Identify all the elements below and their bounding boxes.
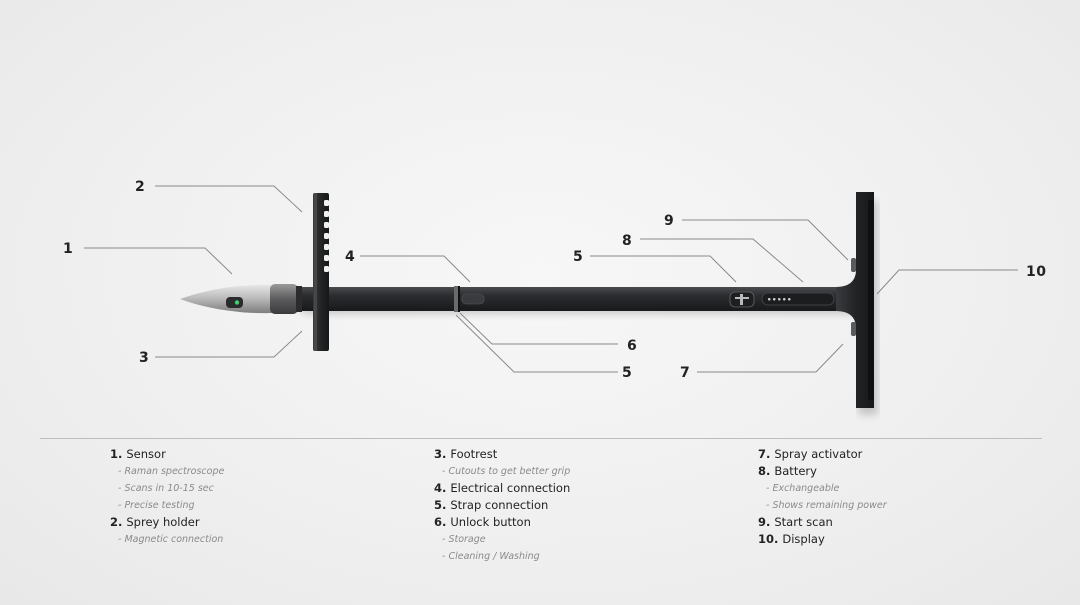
- legend-subitem: - Scans in 10-15 sec: [118, 483, 214, 494]
- legend-number: 8.: [758, 464, 771, 478]
- leader-7: [697, 343, 844, 373]
- legend-number: 10.: [758, 532, 779, 546]
- legend-number: 6.: [434, 515, 447, 529]
- legend-label: Battery: [774, 464, 817, 478]
- legend-label: Electrical connection: [450, 481, 571, 495]
- legend-subitem: - Raman spectroscope: [118, 466, 225, 477]
- sensor-window: [226, 297, 243, 308]
- legend-column-2: 3.Footrest - Cutouts to get better grip …: [434, 446, 570, 565]
- callout-5-strap: 5: [573, 249, 583, 265]
- leader-9: [682, 219, 849, 261]
- leader-5a: [590, 255, 737, 283]
- callout-6: 6: [627, 338, 637, 354]
- handle: [836, 192, 874, 408]
- legend-subitem: - Precise testing: [118, 500, 195, 511]
- legend-divider: [40, 438, 1042, 439]
- legend-column-1: 1.Sensor - Raman spectroscope - Scans in…: [110, 446, 224, 548]
- legend-item-spray-activator: 7.Spray activator: [758, 446, 887, 463]
- legend-label: Strap connection: [450, 498, 549, 512]
- legend-label: Footrest: [450, 447, 498, 461]
- unlock-button: [461, 293, 485, 305]
- legend-number: 5.: [434, 498, 447, 512]
- legend-item-display: 10.Display: [758, 531, 887, 548]
- callout-2: 2: [135, 179, 145, 195]
- legend-item-unlock-button: 6.Unlock button: [434, 514, 570, 531]
- legend-label: Sensor: [126, 447, 166, 461]
- callout-4: 4: [345, 249, 355, 265]
- legend-item-spray-holder: 2.Sprey holder: [110, 514, 224, 531]
- leader-lines: [84, 185, 1018, 373]
- legend-item-footrest: 3.Footrest: [434, 446, 570, 463]
- legend-item-electrical-connection: 4.Electrical connection: [434, 480, 570, 497]
- leader-4: [360, 255, 471, 283]
- legend-label: Unlock button: [450, 515, 531, 529]
- callout-7: 7: [680, 365, 690, 381]
- display: [868, 200, 874, 400]
- device-shaft: [296, 287, 868, 311]
- legend-number: 2.: [110, 515, 123, 529]
- legend-item-battery: 8.Battery: [758, 463, 887, 480]
- electrical-connection: [454, 286, 460, 312]
- footrest-cutouts: [324, 200, 329, 272]
- callout-9: 9: [664, 213, 674, 229]
- strap-connection: [729, 291, 755, 308]
- leader-6: [459, 312, 618, 345]
- leader-1: [84, 247, 233, 275]
- leader-8: [640, 238, 804, 283]
- legend-subitem: - Magnetic connection: [118, 534, 224, 545]
- legend-number: 7.: [758, 447, 771, 461]
- callout-10: 10: [1026, 264, 1046, 280]
- leader-10: [876, 269, 1018, 295]
- legend-column-3: 7.Spray activator 8.Battery - Exchangeab…: [758, 446, 887, 548]
- callout-8: 8: [622, 233, 632, 249]
- leader-2: [155, 185, 303, 213]
- legend-item-strap-connection: 5.Strap connection: [434, 497, 570, 514]
- legend-label: Sprey holder: [126, 515, 200, 529]
- legend-number: 9.: [758, 515, 771, 529]
- footrest: [313, 193, 329, 351]
- callout-1: 1: [63, 241, 73, 257]
- legend-label: Spray activator: [774, 447, 863, 461]
- legend-subitem: - Cleaning / Washing: [442, 551, 540, 562]
- start-scan-button: [851, 258, 856, 272]
- legend-subitem: - Cutouts to get better grip: [442, 466, 571, 477]
- callout-5-lower: 5: [622, 365, 632, 381]
- callout-numbers: 1 2 3 4 5 5 6 7 8 9 10: [63, 179, 1046, 381]
- legend-item-sensor: 1.Sensor: [110, 446, 224, 463]
- legend-number: 1.: [110, 447, 123, 461]
- spray-activator: [851, 322, 856, 336]
- legend-number: 4.: [434, 481, 447, 495]
- legend-item-start-scan: 9.Start scan: [758, 514, 887, 531]
- battery-indicator: [761, 292, 835, 306]
- legend-number: 3.: [434, 447, 447, 461]
- callout-3: 3: [139, 350, 149, 366]
- legend-subitem: - Exchangeable: [766, 483, 840, 494]
- legend-subitem: - Shows remaining power: [766, 500, 887, 511]
- sensor-indicator-light: [234, 300, 240, 305]
- legend-subitem: - Storage: [442, 534, 486, 545]
- legend-label: Display: [782, 532, 825, 546]
- leader-3: [155, 330, 303, 358]
- legend-label: Start scan: [774, 515, 833, 529]
- sensor-tip: [180, 284, 302, 314]
- leader-5b: [455, 314, 618, 373]
